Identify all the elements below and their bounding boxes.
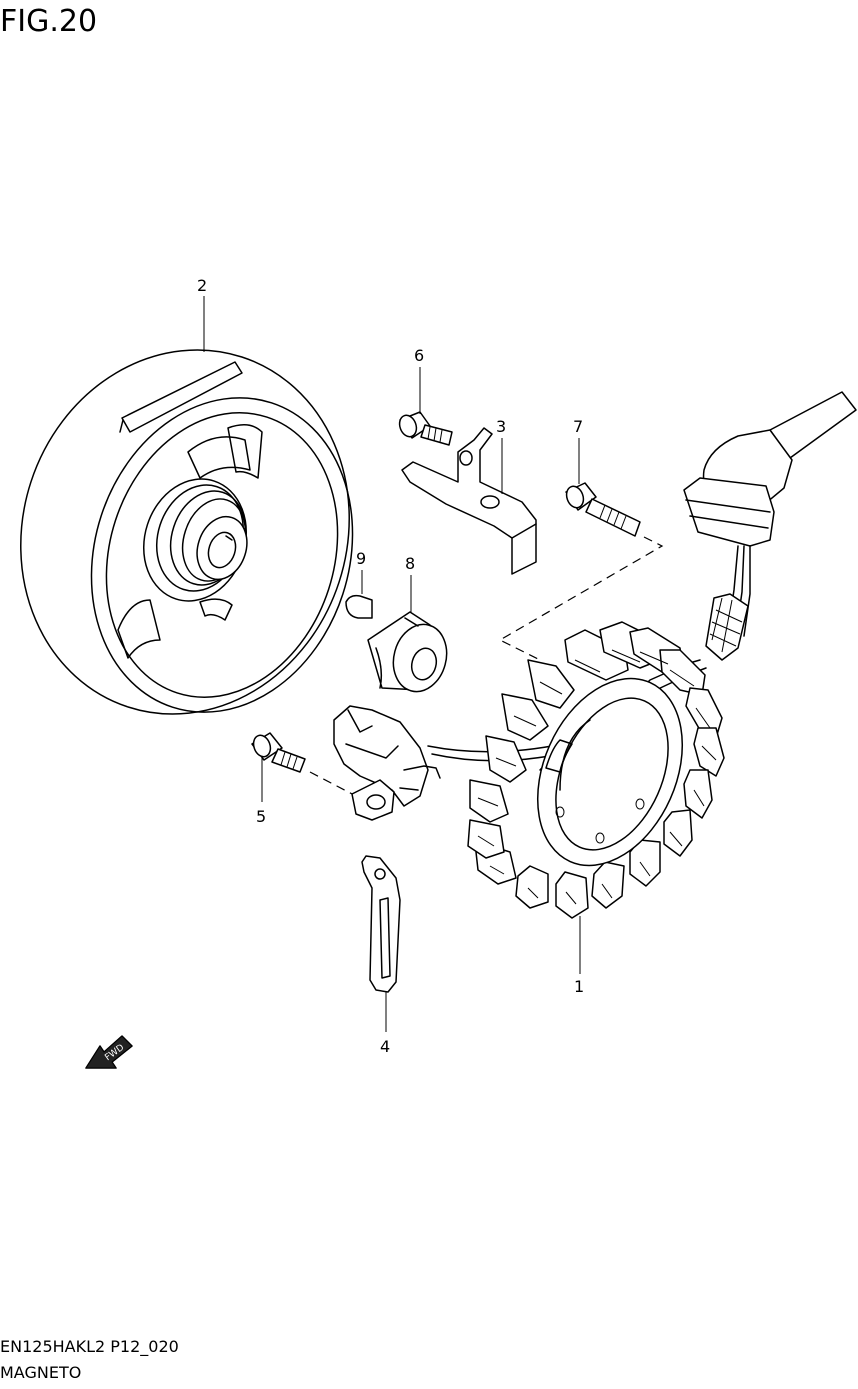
callout-2[interactable]: 2 — [197, 276, 207, 295]
section-name: MAGNETO — [0, 1363, 82, 1382]
part-bracket[interactable] — [401, 427, 537, 575]
callout-9[interactable]: 9 — [356, 549, 366, 568]
part-bolt-5[interactable] — [251, 732, 306, 773]
part-bolt-7[interactable] — [564, 482, 641, 537]
callout-7[interactable]: 7 — [573, 417, 583, 436]
part-pulse-sensor[interactable] — [333, 705, 441, 821]
part-rotor[interactable] — [0, 307, 396, 757]
part-key[interactable] — [345, 594, 373, 619]
part-bushing[interactable] — [367, 611, 454, 698]
fwd-arrow: FWD — [85, 1035, 133, 1069]
figure-title: FIG.20 — [0, 4, 98, 39]
part-bolt-6[interactable] — [397, 411, 453, 446]
callout-4[interactable]: 4 — [380, 1037, 390, 1056]
callout-6[interactable]: 6 — [414, 346, 424, 365]
callout-3[interactable]: 3 — [496, 417, 506, 436]
callouts: 2 6 3 7 9 8 5 1 4 — [197, 276, 584, 1056]
part-clamp[interactable] — [361, 855, 401, 993]
callout-5[interactable]: 5 — [256, 807, 266, 826]
callout-1[interactable]: 1 — [574, 977, 584, 996]
model-code: EN125HAKL2 P12_020 — [0, 1337, 179, 1356]
part-stator[interactable] — [467, 621, 725, 919]
callout-8[interactable]: 8 — [405, 554, 415, 573]
